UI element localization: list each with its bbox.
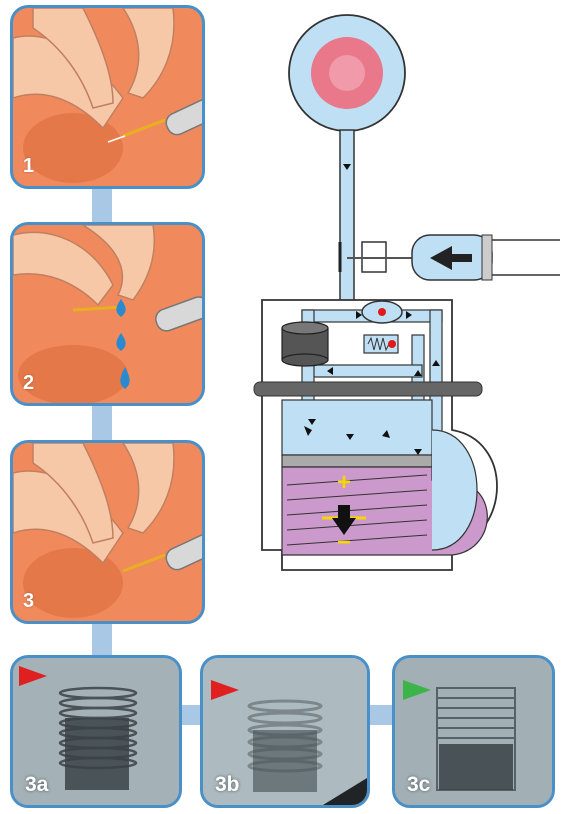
xray-panel-3b: 3b: [200, 655, 370, 808]
connector-vertical-3: [92, 620, 112, 655]
step-panel-2: 2: [10, 222, 205, 406]
xray-label-3a: 3a: [25, 773, 48, 797]
step-label-3: 3: [23, 590, 34, 613]
occluder-cylinder: [282, 322, 328, 366]
step-label-2: 2: [23, 372, 34, 395]
step-label-1: 1: [23, 155, 34, 178]
illustration-hand-needle-insertion: [13, 8, 202, 186]
illustration-hand-fluid-drip: [13, 225, 202, 403]
catheter-tube: [340, 130, 354, 310]
mounting-bar: [254, 382, 482, 396]
step-panel-1: 1: [10, 5, 205, 189]
xray-label-3b: 3b: [215, 773, 240, 797]
xray-panel-3c: 3c: [392, 655, 555, 808]
piston: [282, 455, 432, 467]
connector-vertical-1: [92, 185, 112, 225]
shunt-valve-diagram: + −: [252, 10, 560, 610]
step-panel-3: 3: [10, 440, 205, 624]
xray-label-3c: 3c: [407, 773, 430, 797]
illustration-hand-syringe-connection: [13, 443, 202, 621]
upper-chamber: [282, 400, 432, 455]
connector-vertical-2: [92, 405, 112, 445]
plus-sign: +: [337, 469, 351, 496]
xray-panel-3a: 3a: [10, 655, 182, 808]
ventricle-reservoir: [289, 15, 405, 131]
syringe: [340, 235, 560, 280]
